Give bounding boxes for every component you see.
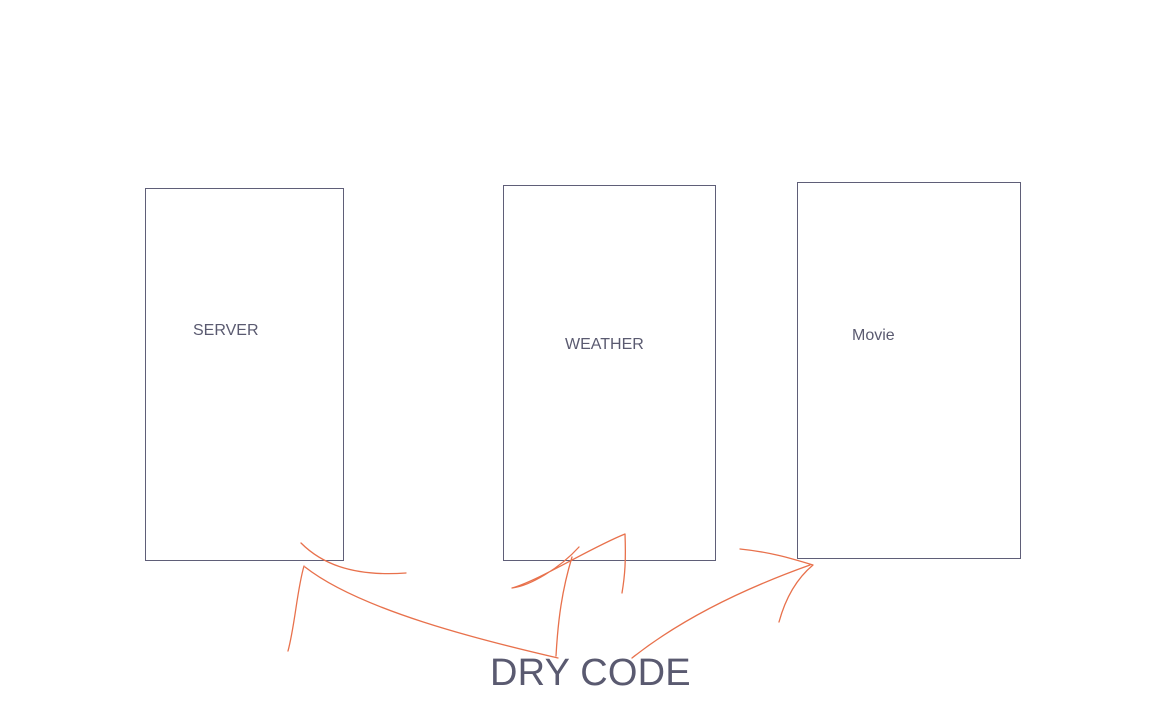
arrowhead-movie	[739, 548, 814, 623]
arrow-to-weather-shaft	[555, 556, 573, 657]
arrowhead-weather	[511, 533, 627, 594]
arrowhead-server-tail	[300, 542, 407, 575]
dry-code-caption: DRY CODE	[490, 652, 691, 694]
arrow-to-server	[304, 566, 559, 659]
server-box	[145, 188, 344, 561]
arrowhead-server-shaft	[287, 565, 305, 652]
movie-box	[797, 182, 1021, 559]
movie-label: Movie	[852, 327, 895, 344]
server-label: SERVER	[193, 322, 259, 339]
weather-box	[503, 185, 716, 561]
arrow-to-movie-shaft	[631, 564, 811, 659]
weather-label: WEATHER	[565, 336, 644, 353]
